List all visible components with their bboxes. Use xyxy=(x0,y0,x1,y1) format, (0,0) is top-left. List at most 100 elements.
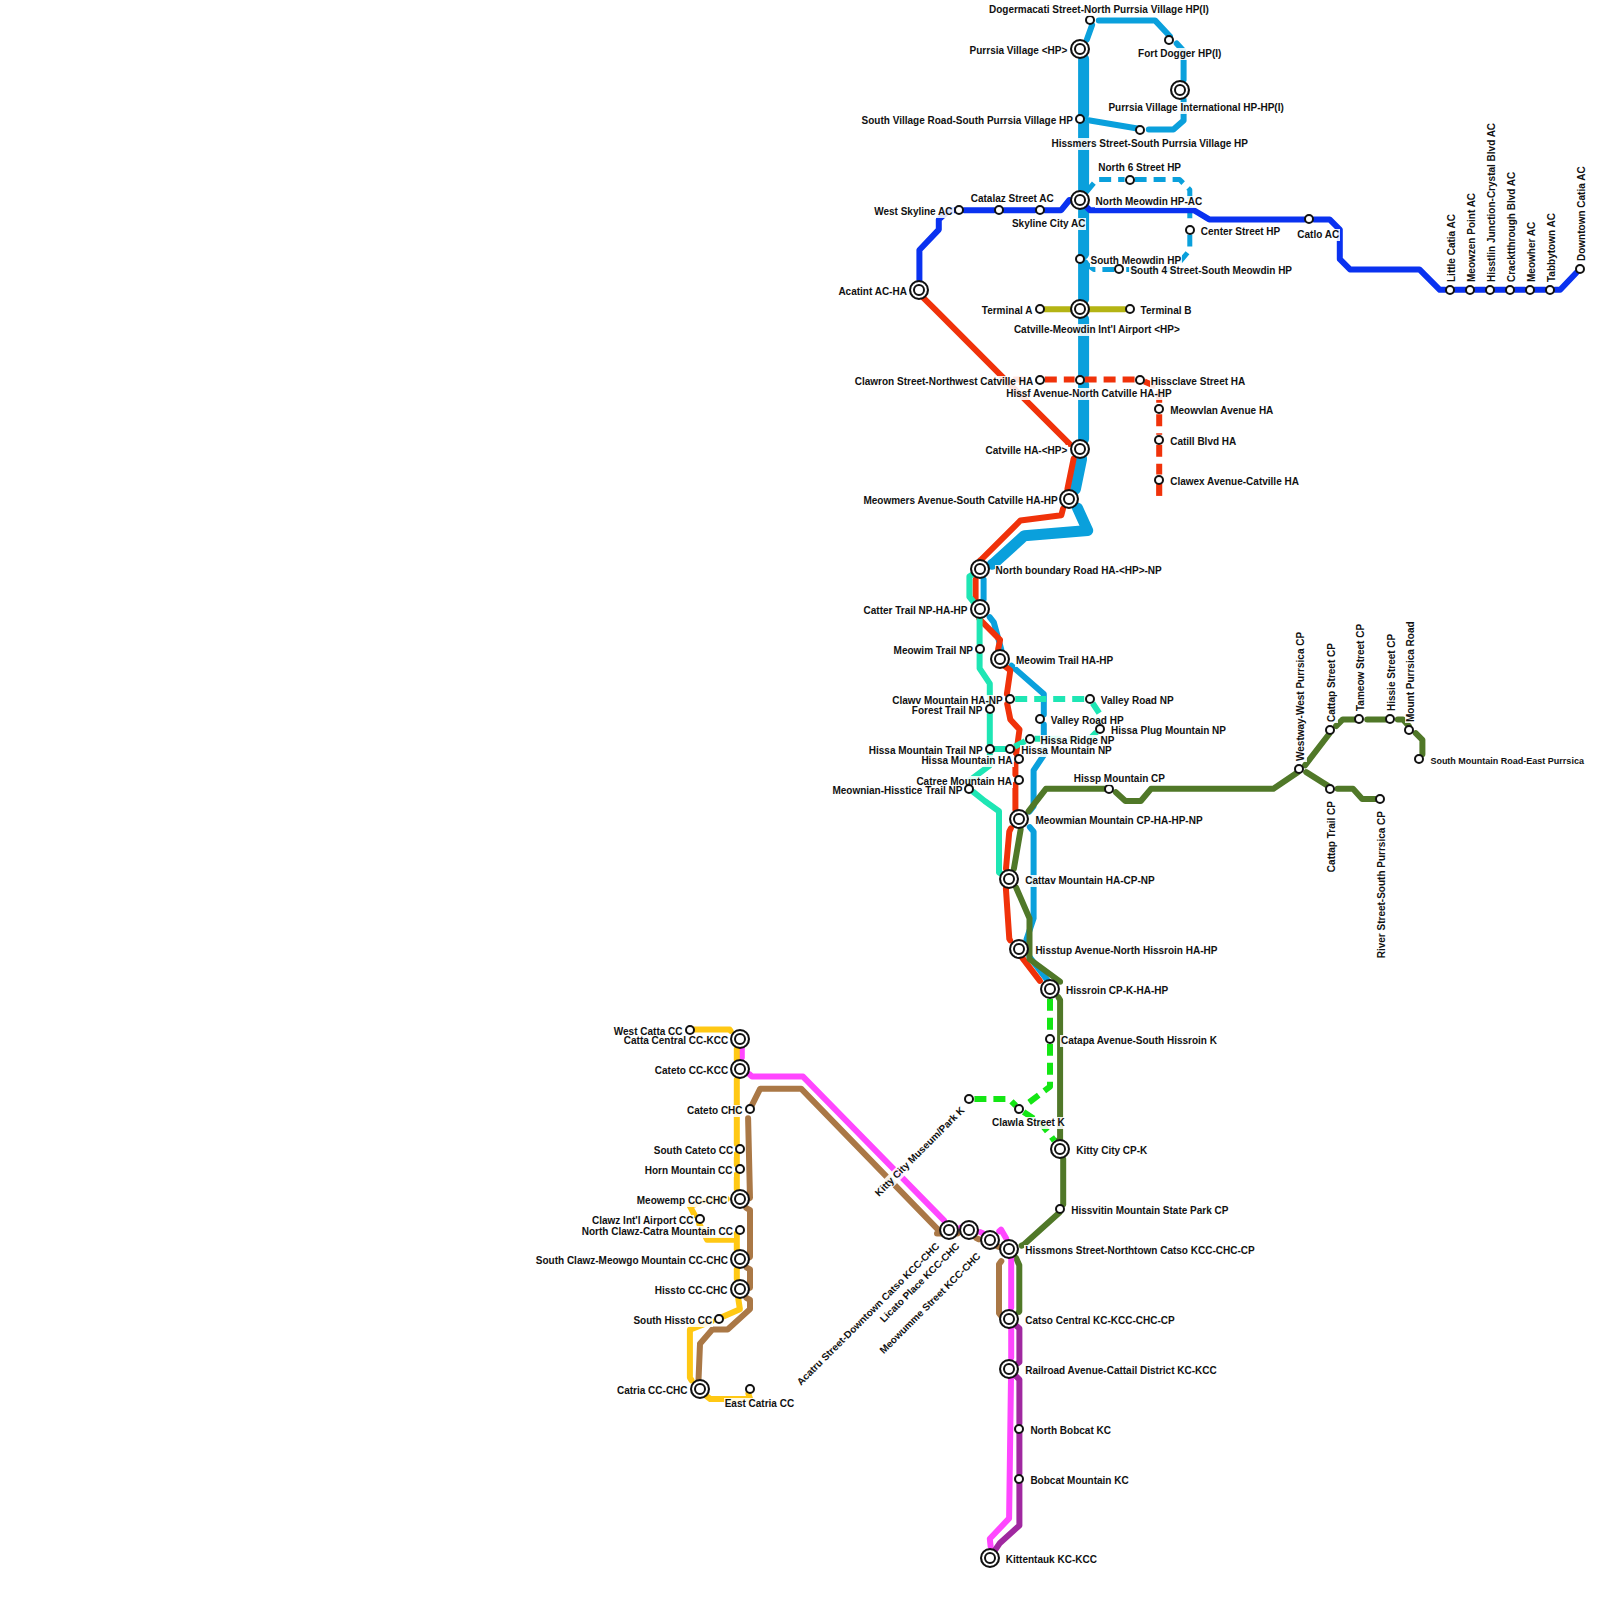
station-marker: Catill Blvd HA xyxy=(1154,435,1164,445)
station-label: Railroad Avenue-Cattail District KC-KCC xyxy=(1024,1365,1218,1377)
station-label: Meowemp CC-CHC xyxy=(636,1195,729,1207)
station-label: Tameow Street CP xyxy=(1355,623,1367,712)
station-marker: East Catria CC xyxy=(745,1384,755,1394)
route-line xyxy=(1004,665,1010,694)
station-marker: South Hissto CC xyxy=(714,1314,724,1324)
station-label: South Cateto CC xyxy=(653,1145,734,1157)
route-line xyxy=(692,1030,731,1031)
station-marker: Hissclave Street HA xyxy=(1135,375,1145,385)
station-label: North Clawz-Catra Mountain CC xyxy=(581,1226,734,1238)
route-line xyxy=(1012,785,1018,810)
station-label: Center Street HP xyxy=(1200,226,1281,238)
route-line xyxy=(1029,789,1108,812)
station-marker: North 6 Street HP xyxy=(1125,175,1135,185)
route-line xyxy=(1306,772,1328,786)
station-label: Catapa Avenue-South Hissroin K xyxy=(1060,1035,1218,1047)
station-label: South Hissto CC xyxy=(632,1315,713,1327)
route-line xyxy=(1016,1434,1022,1474)
route-line xyxy=(698,1298,750,1383)
station-marker: Bobcat Mountain KC xyxy=(1014,1474,1024,1484)
station-marker: Catlo AC xyxy=(1304,214,1314,224)
station-marker: Acatru Street-Downtown Catso KCC-CHC xyxy=(939,1220,959,1240)
station-marker: North Clawz-Catra Mountain CC xyxy=(735,1225,745,1235)
station-marker: South Cateto CC xyxy=(735,1144,745,1154)
station-marker: Licato Place KCC-CHC xyxy=(959,1220,979,1240)
route-line xyxy=(747,1118,750,1199)
route-line xyxy=(1338,789,1378,799)
route-line xyxy=(1078,59,1089,114)
route-line xyxy=(1004,207,1035,213)
station-marker: Hissto CC-CHC xyxy=(730,1279,750,1299)
station-label: River Street-South Purrsica CP xyxy=(1376,810,1388,959)
station-label: Meowmers Avenue-South Catville HA-HP xyxy=(862,495,1058,507)
station-label: North boundary Road HA-<HP>-NP xyxy=(995,565,1163,577)
route-line xyxy=(721,1299,740,1318)
station-marker: Cattap Street CP xyxy=(1325,725,1335,735)
route-line xyxy=(1087,207,1305,219)
route-line xyxy=(1016,1258,1019,1312)
station-label: Kittentauk KC-KCC xyxy=(1005,1554,1098,1566)
station-marker: Hissa Ridge NP xyxy=(1025,734,1035,744)
route-line xyxy=(1078,264,1089,299)
route-line xyxy=(1099,20,1170,36)
station-marker: Terminal A xyxy=(1035,304,1045,314)
station-label: Catter Trail NP-HA-HP xyxy=(863,605,969,617)
route-line xyxy=(999,1230,1006,1239)
route-line xyxy=(995,746,1005,752)
station-label: West Skyline AC xyxy=(873,206,953,218)
station-label: Catria CC-CHC xyxy=(616,1385,689,1397)
station-marker: Fort Dogger HP(I) xyxy=(1164,35,1174,45)
station-label: North Bobcat KC xyxy=(1029,1425,1112,1437)
station-marker: Cateto CC-KCC xyxy=(730,1059,750,1079)
route-line xyxy=(1078,124,1089,190)
route-line xyxy=(981,579,987,599)
station-label: Hissf Avenue-North Catville HA-HP xyxy=(1005,388,1172,400)
station-marker: Meowim Trail NP xyxy=(975,644,985,654)
station-marker: Cateto CHC xyxy=(745,1104,755,1114)
route-line xyxy=(1006,889,1010,941)
station-label: Cracktthrough Blvd AC xyxy=(1506,171,1518,283)
station-label: Meowzen Point AC xyxy=(1466,192,1478,283)
station-label: Meowher AC xyxy=(1526,221,1538,283)
route-line xyxy=(974,1099,1015,1106)
station-label: South 4 Street-South Meowdin HP xyxy=(1129,265,1293,277)
station-label: Dogermacati Street-North Purrsia Village… xyxy=(988,4,1210,16)
station-label: Meownian-Hisstice Trail NP xyxy=(831,785,963,797)
route-line xyxy=(976,1238,979,1239)
station-marker: Clawron Street-Northwest Catville HA xyxy=(1035,375,1045,385)
station-marker: Skyline City AC xyxy=(1035,205,1045,215)
route-line xyxy=(734,1049,740,1060)
station-label: Hissa Mountain NP xyxy=(1020,745,1113,757)
station-marker: Catville-Meowdin Int'l Airport <HP> xyxy=(1070,299,1090,319)
station-label: North Meowdin HP-AC xyxy=(1095,196,1204,208)
station-marker: Kitty City Museum/Park K xyxy=(964,1094,974,1104)
route-line xyxy=(1060,1159,1066,1204)
station-label: South Clawz-Meowgo Mountain CC-CHC xyxy=(535,1255,729,1267)
route-line xyxy=(1455,287,1465,293)
station-marker: Meowemp CC-CHC xyxy=(730,1189,750,1209)
station-marker: Hissf Avenue-North Catville HA-HP xyxy=(1075,375,1085,385)
station-marker: Mount Purrsica Road xyxy=(1404,725,1414,735)
route-line xyxy=(1555,273,1576,290)
route-line xyxy=(1156,445,1162,475)
route-line xyxy=(1016,888,1060,982)
route-line xyxy=(1495,287,1505,293)
station-marker: Cattav Mountain HA-CP-NP xyxy=(999,869,1019,889)
station-label: Terminal B xyxy=(1140,305,1193,317)
route-line xyxy=(690,1321,712,1380)
station-label: Terminal A xyxy=(981,305,1034,317)
station-marker: Clawv Mountain HA-NP xyxy=(1005,694,1015,704)
station-label: Cateto CC-KCC xyxy=(654,1065,729,1077)
station-marker: Hissa Mountain HA xyxy=(1014,754,1024,764)
station-label: Hissa Plug Mountain NP xyxy=(1110,725,1227,737)
route-line xyxy=(1475,287,1484,293)
route-line xyxy=(973,579,979,599)
station-marker: River Street-South Purrsica CP xyxy=(1375,794,1385,804)
route-line xyxy=(1067,459,1073,489)
route-line xyxy=(969,575,973,601)
route-line xyxy=(995,1484,1019,1550)
route-line xyxy=(1024,1044,1051,1107)
station-marker: South Mountain Road-East Purrsica xyxy=(1414,754,1424,764)
route-line xyxy=(980,509,1063,562)
route-line xyxy=(1085,377,1135,383)
